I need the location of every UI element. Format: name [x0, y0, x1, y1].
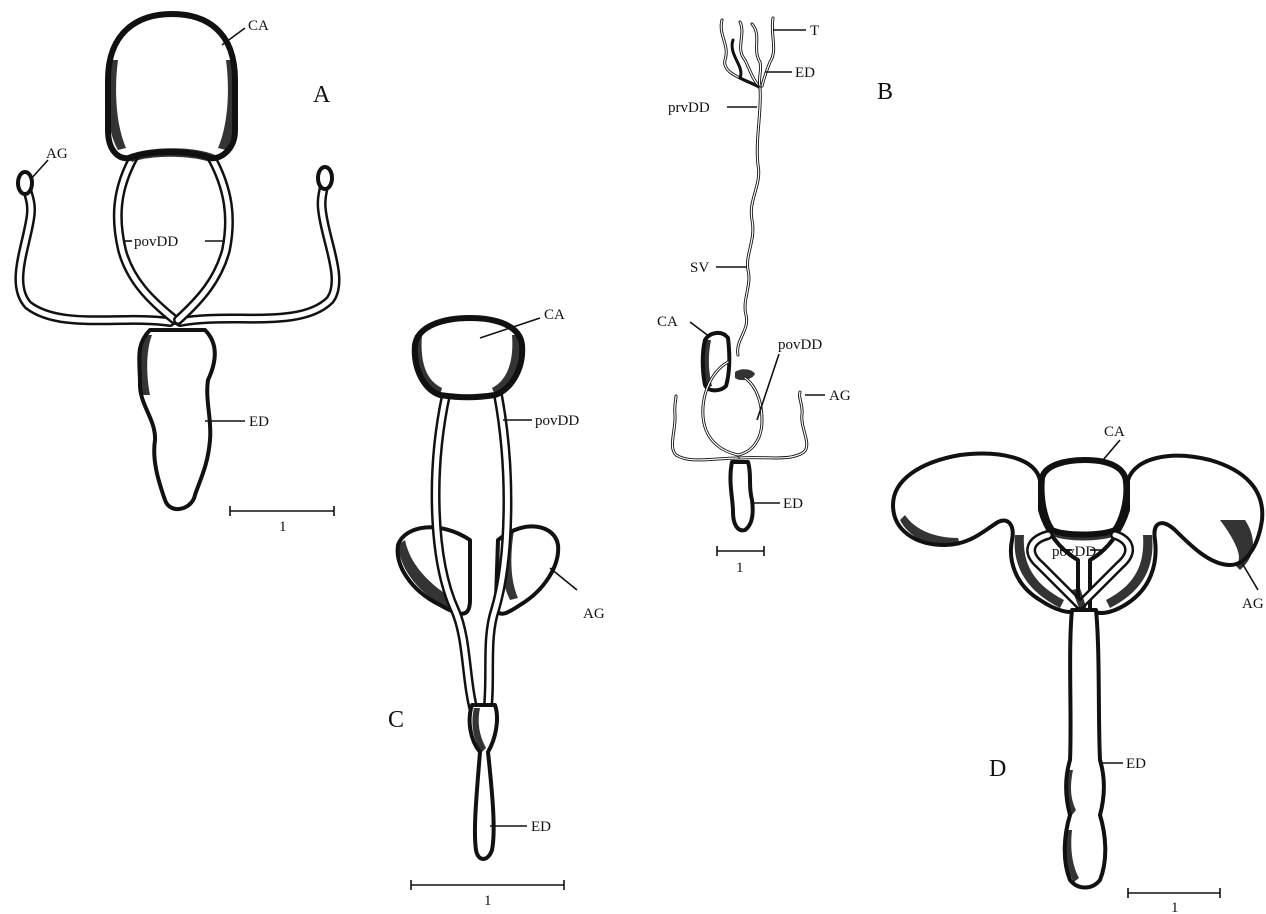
panel-a-scale-bar: 1 — [230, 506, 334, 535]
panel-d-copulatory-apparatus — [1042, 460, 1127, 535]
panel-a-ca-label: CA — [248, 18, 269, 34]
panel-b: T ED prvDD SV CA povDD AG ED B 1 — [657, 18, 893, 576]
panel-c-ca-label: CA — [544, 307, 565, 323]
panel-c: CA povDD AG ED C 1 — [388, 307, 605, 909]
panel-d-ed-label: ED — [1126, 756, 1146, 772]
panel-b-scale-bar: 1 — [717, 546, 764, 576]
panel-b-letter: B — [877, 79, 893, 105]
panel-d-scale-label: 1 — [1171, 900, 1179, 914]
panel-a-copulatory-apparatus — [108, 14, 235, 158]
panel-a-ag-label: AG — [46, 146, 68, 162]
panel-b-ejaculatory-duct — [730, 462, 752, 530]
panel-b-ed-top-label: ED — [795, 65, 815, 81]
panel-b-t-label: T — [810, 23, 819, 39]
panel-a-scale-label: 1 — [279, 519, 287, 535]
panel-a-accessory-gland-right-tip — [318, 167, 332, 189]
panel-c-ag-label: AG — [583, 606, 605, 622]
panel-b-povdd-label: povDD — [778, 337, 822, 353]
panel-a: CA AG povDD ED A 1 — [18, 14, 336, 535]
panel-a-povdd-label: povDD — [134, 234, 178, 250]
panel-c-scale-label: 1 — [484, 893, 492, 909]
panel-c-povdd-label: povDD — [535, 413, 579, 429]
panel-a-accessory-gland-left-tip — [18, 172, 32, 194]
panel-d-letter: D — [989, 756, 1006, 782]
panel-b-sv-label: SV — [690, 260, 709, 276]
panel-b-vas-deferens-anterior — [738, 88, 761, 355]
panel-b-scale-label: 1 — [736, 560, 744, 576]
panel-c-letter: C — [388, 707, 404, 733]
panel-b-ag-label: AG — [829, 388, 851, 404]
panel-d-ca-label: CA — [1104, 424, 1125, 440]
panel-c-ed-label: ED — [531, 819, 551, 835]
panel-d: CA povDD AG ED D 1 — [893, 424, 1264, 914]
panel-d-ag-label: AG — [1242, 596, 1264, 612]
panel-a-ed-label: ED — [249, 414, 269, 430]
panel-c-scale-bar: 1 — [411, 880, 564, 909]
panel-d-scale-bar: 1 — [1128, 888, 1220, 914]
panel-a-letter: A — [313, 82, 331, 108]
panel-d-povdd-label: povDD — [1052, 544, 1096, 560]
panel-a-ejaculatory-duct — [139, 330, 215, 509]
panel-b-prvdd-label: prvDD — [668, 100, 710, 116]
panel-b-ca-label: CA — [657, 314, 678, 330]
panel-b-ed-label: ED — [783, 496, 803, 512]
